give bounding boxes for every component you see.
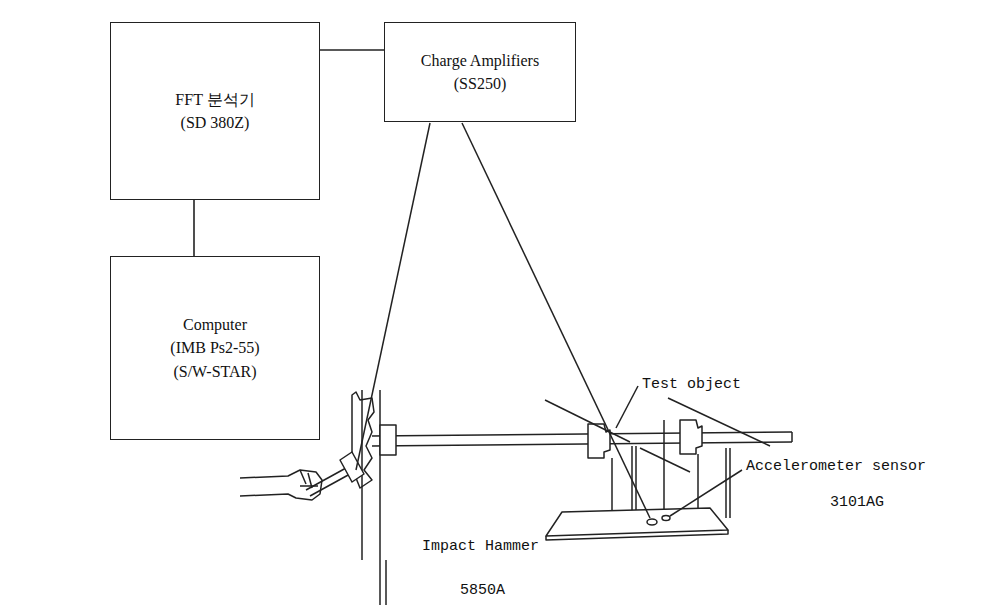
hammer-handle — [310, 474, 350, 496]
accelerometer — [647, 519, 657, 525]
process-box: Charge Amplifiers (SS250) — [384, 22, 576, 122]
base-plate — [546, 530, 728, 540]
blade-line — [640, 448, 690, 472]
blade-line — [668, 398, 770, 446]
bearing-block — [680, 420, 702, 454]
support-rod — [729, 448, 731, 518]
shaft — [791, 432, 793, 442]
bearing-block — [588, 424, 610, 458]
blade-line — [545, 400, 630, 442]
coupling — [380, 425, 396, 455]
box-text: Charge Amplifiers (SS250) — [410, 49, 550, 95]
support-rod — [697, 454, 699, 508]
stand-post — [385, 560, 387, 605]
process-box: Computer (IMB Ps2-55) (S/W-STAR) — [110, 256, 320, 440]
hand — [240, 470, 322, 500]
connector-line — [320, 50, 384, 51]
stand-post — [379, 390, 381, 560]
stand-post — [379, 560, 381, 605]
support-rod — [611, 458, 613, 512]
connector-line — [194, 200, 195, 256]
process-box: FFT 분석기 (SD 380Z) — [110, 22, 320, 200]
accelerometer — [662, 516, 670, 521]
leader-line — [670, 470, 742, 516]
part-label: Accelerometer sensor — [744, 458, 928, 475]
box-text: FFT 분석기 (SD 380Z) — [165, 88, 265, 134]
part-label: Impact Hammer — [420, 538, 541, 555]
support-rod — [663, 420, 665, 510]
shaft — [372, 442, 792, 446]
signal-cable — [462, 123, 650, 518]
part-label: 3101AG — [828, 494, 886, 511]
leader-line — [616, 386, 638, 428]
hammer-head — [340, 452, 364, 482]
support-rod — [725, 448, 727, 518]
support-rod — [635, 446, 637, 512]
signal-cable — [356, 123, 430, 470]
shaft — [372, 432, 792, 436]
part-label: 5850A — [458, 582, 507, 599]
box-text: Computer (IMB Ps2-55) (S/W-STAR) — [167, 313, 263, 383]
part-label: Test object — [640, 376, 743, 393]
base-plate — [546, 508, 728, 536]
